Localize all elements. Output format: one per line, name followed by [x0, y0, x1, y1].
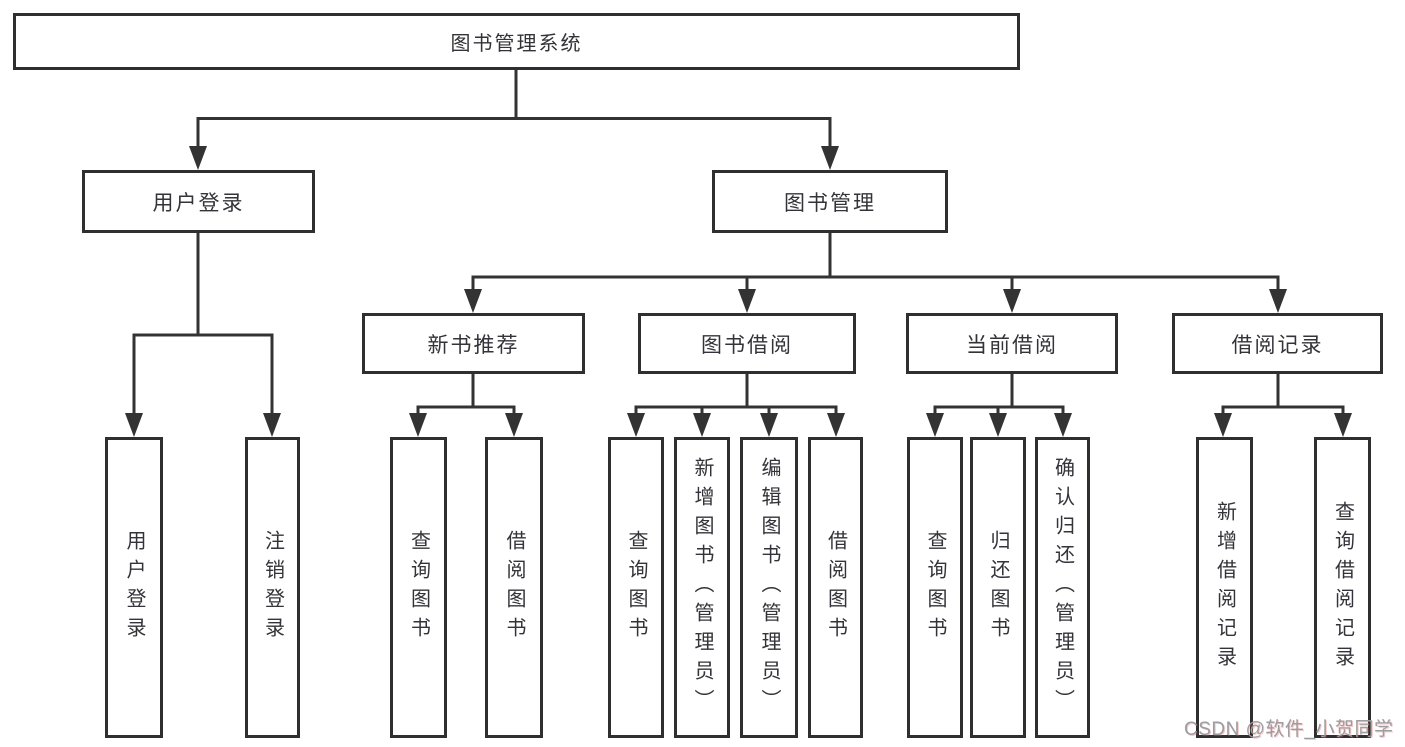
node-current-borrow-label: 当前借阅	[966, 333, 1058, 357]
node-user-login: 用户登录	[82, 170, 315, 233]
leaf-return-book: 归还图书	[970, 437, 1026, 738]
leaf-add-book-admin: 新增图书（管理员）	[674, 437, 730, 738]
leaf-query-borrow-record: 查询借阅记录	[1314, 437, 1371, 738]
leaf-add-borrow-record: 新增借阅记录	[1196, 437, 1253, 738]
node-book-borrow: 图书借阅	[638, 313, 856, 374]
leaf-logout: 注销登录	[245, 437, 300, 738]
node-root-label: 图书管理系统	[450, 33, 583, 55]
leaf-borrow-query-book-label: 查询图书	[625, 529, 647, 646]
leaf-confirm-return-admin: 确认归还（管理员）	[1035, 437, 1090, 738]
leaf-borrow-query-book: 查询图书	[608, 437, 664, 738]
node-book-borrow-label: 图书借阅	[701, 333, 793, 357]
leaf-recommend-query-book: 查询图书	[390, 437, 447, 738]
leaf-borrow-book: 借阅图书	[808, 437, 863, 738]
leaf-add-borrow-record-label: 新增借阅记录	[1213, 500, 1236, 675]
node-borrow-records: 借阅记录	[1172, 313, 1383, 374]
leaf-add-book-admin-label: 新增图书（管理员）	[691, 457, 713, 718]
leaf-logout-label: 注销登录	[261, 529, 284, 646]
leaf-recommend-borrow-book-label: 借阅图书	[503, 529, 525, 646]
leaf-user-login: 用户登录	[105, 437, 163, 738]
leaf-edit-book-admin: 编辑图书（管理员）	[740, 437, 798, 738]
node-current-borrow: 当前借阅	[906, 313, 1118, 374]
leaf-query-borrow-record-label: 查询借阅记录	[1331, 500, 1354, 675]
node-borrow-records-label: 借阅记录	[1231, 333, 1324, 357]
leaf-recommend-query-book-label: 查询图书	[407, 529, 430, 646]
leaf-borrow-book-label: 借阅图书	[824, 529, 847, 646]
node-new-book-recommend-label: 新书推荐	[427, 333, 520, 357]
leaf-user-login-label: 用户登录	[123, 529, 145, 646]
leaf-edit-book-admin-label: 编辑图书（管理员）	[758, 457, 780, 718]
node-root: 图书管理系统	[13, 13, 1020, 70]
node-book-management-label: 图书管理	[784, 191, 876, 215]
leaf-confirm-return-admin-label: 确认归还（管理员）	[1051, 457, 1074, 718]
node-book-management: 图书管理	[712, 170, 948, 233]
leaf-return-book-label: 归还图书	[987, 529, 1009, 646]
leaf-current-query-book: 查询图书	[907, 437, 963, 738]
node-user-login-label: 用户登录	[152, 191, 245, 215]
node-new-book-recommend: 新书推荐	[362, 313, 585, 374]
leaf-current-query-book-label: 查询图书	[924, 529, 946, 646]
leaf-recommend-borrow-book: 借阅图书	[485, 437, 543, 738]
csdn-watermark: CSDN @软件_小贺同学	[1184, 719, 1394, 740]
